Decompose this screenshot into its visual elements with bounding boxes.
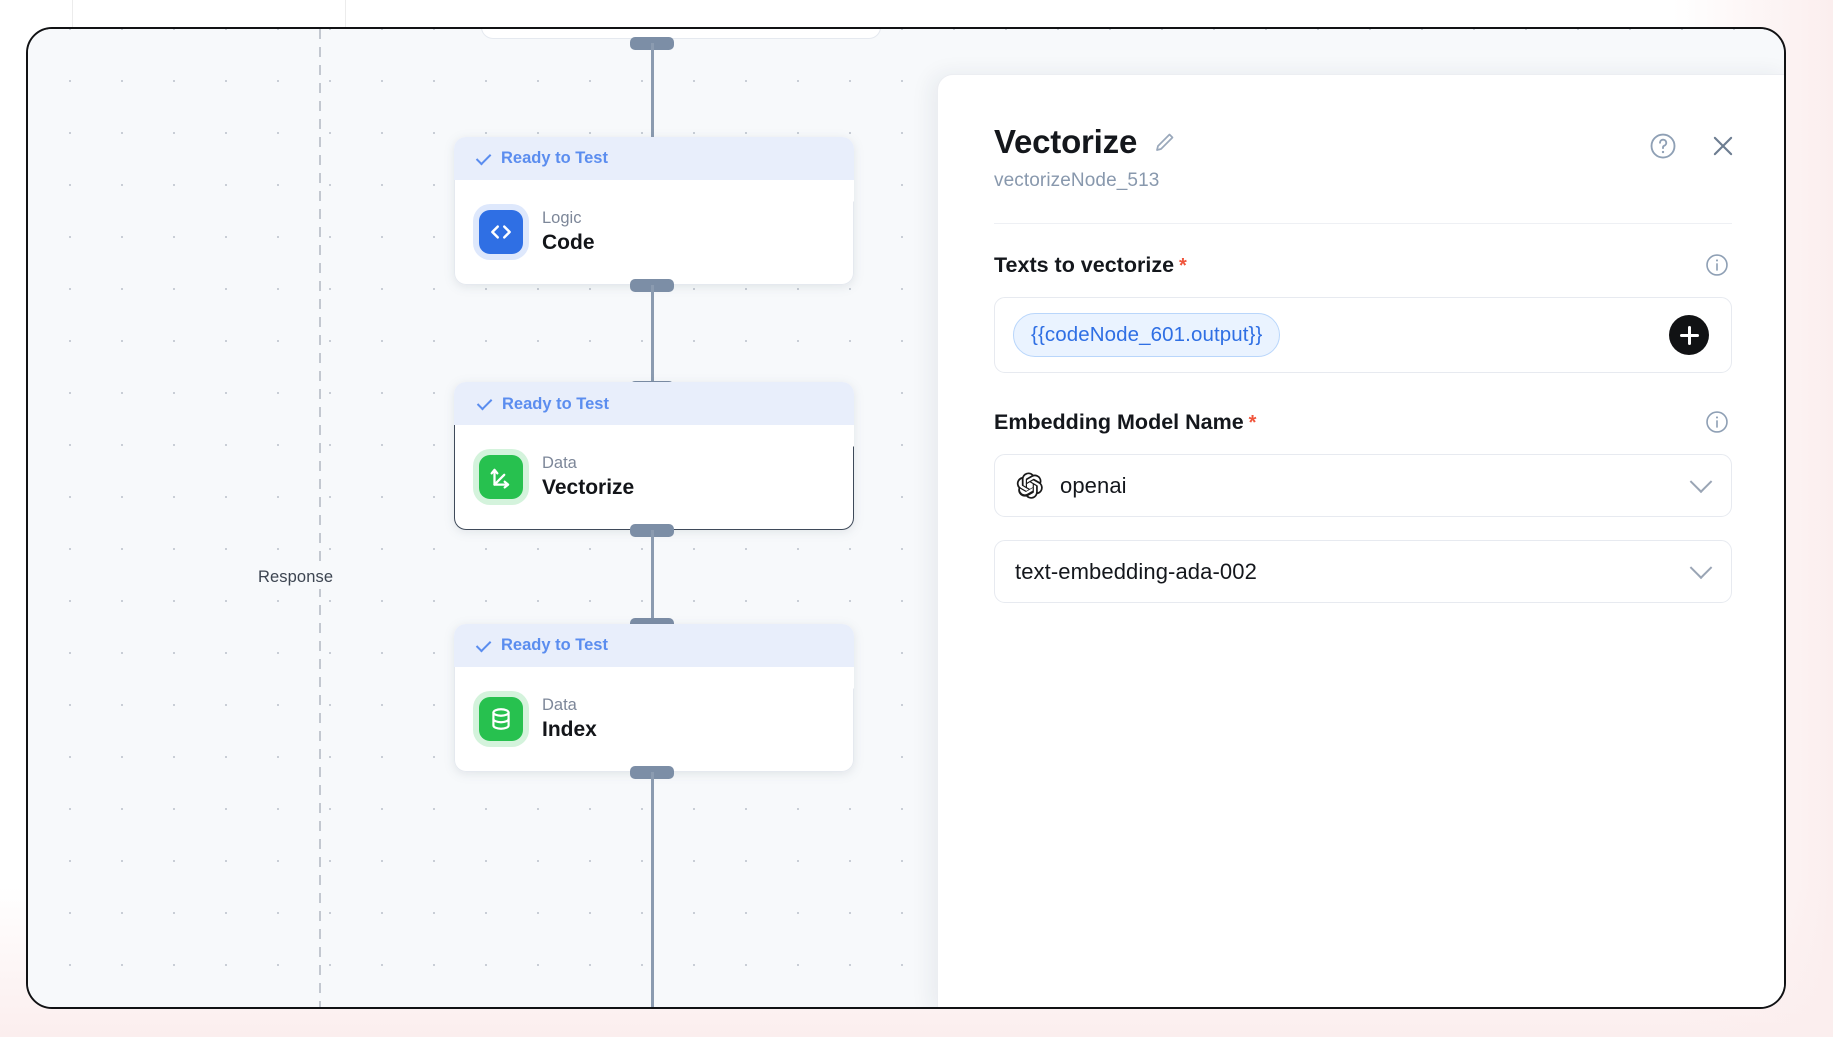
field-embedding-model-name: Embedding Model Name*: [994, 407, 1732, 603]
field-texts-to-vectorize: Texts to vectorize* {{codeNode_601.outpu…: [994, 250, 1732, 373]
node-status-badge: Ready to Test: [454, 624, 854, 667]
field-label: Texts to vectorize*: [994, 253, 1187, 278]
check-icon: [475, 636, 492, 652]
background-rule-left: [72, 0, 73, 27]
node-body[interactable]: Data Vectorize: [454, 425, 854, 530]
connector-line: [651, 530, 654, 624]
node-category: Data: [542, 453, 577, 472]
openai-logo-icon: [1015, 471, 1044, 500]
node-id-label: vectorizeNode_513: [994, 170, 1160, 191]
lane-divider: [319, 29, 321, 1007]
node-text: Logic Code: [542, 208, 595, 257]
connector-line: [651, 43, 654, 149]
model-select-value: text-embedding-ada-002: [1015, 558, 1257, 584]
provider-select[interactable]: openai: [994, 454, 1732, 517]
model-select[interactable]: text-embedding-ada-002: [994, 540, 1732, 603]
chevron-down-icon[interactable]: [1689, 555, 1713, 579]
node-status-label: Ready to Test: [502, 394, 609, 413]
required-marker: *: [1248, 411, 1257, 434]
node-body[interactable]: Logic Code: [454, 180, 854, 285]
node-status-label: Ready to Test: [501, 149, 608, 167]
plus-vertical: [1687, 325, 1691, 345]
close-icon[interactable]: [1708, 131, 1738, 161]
check-icon: [476, 394, 493, 411]
app-window-frame: Response Ready to Test: [26, 27, 1786, 1009]
panel-header: Vectorize vectorizeNode_513: [938, 75, 1784, 192]
panel-divider: [994, 223, 1732, 224]
node-card-code[interactable]: Ready to Test Logic Code: [454, 137, 854, 285]
connector-line: [651, 772, 654, 1007]
node-status-badge: Ready to Test: [454, 382, 854, 425]
node-status-label: Ready to Test: [501, 636, 608, 654]
node-text: Data Vectorize: [542, 453, 634, 502]
token-chip[interactable]: {{codeNode_601.output}}: [1013, 313, 1281, 357]
page-title: Vectorize: [994, 123, 1138, 160]
field-label-row: Texts to vectorize*: [994, 250, 1732, 280]
check-icon: [475, 149, 492, 165]
panel-title-row: Vectorize: [994, 123, 1732, 161]
help-circle-icon[interactable]: [1648, 131, 1678, 161]
node-title: Code: [542, 231, 595, 255]
info-circle-icon[interactable]: [1702, 250, 1732, 280]
provider-name: openai: [1060, 472, 1127, 498]
field-label: Embedding Model Name*: [994, 410, 1256, 435]
pencil-icon[interactable]: [1150, 127, 1180, 157]
code-brackets-icon: [479, 210, 523, 254]
info-circle-icon[interactable]: [1702, 407, 1732, 437]
chevron-down-icon[interactable]: [1689, 469, 1713, 493]
panel-header-actions: [1648, 131, 1738, 161]
node-body[interactable]: Data Index: [454, 667, 854, 772]
connector-line: [651, 285, 654, 387]
node-text: Data Index: [542, 695, 597, 744]
node-status-badge: Ready to Test: [454, 137, 854, 180]
lane-label-response: Response: [252, 566, 340, 589]
background-rule-right: [345, 0, 346, 27]
field-label-text: Embedding Model Name: [994, 409, 1244, 434]
required-marker: *: [1179, 254, 1187, 277]
provider-select-value: openai: [1015, 471, 1693, 500]
panel-content: Texts to vectorize* {{codeNode_601.outpu…: [938, 224, 1784, 603]
node-title: Index: [542, 718, 597, 742]
vector-axes-icon: [479, 455, 523, 499]
texts-token-input[interactable]: {{codeNode_601.output}}: [994, 297, 1732, 373]
node-category: Logic: [542, 208, 582, 227]
field-label-row: Embedding Model Name*: [994, 407, 1732, 437]
field-label-text: Texts to vectorize: [994, 252, 1175, 277]
node-title: Vectorize: [542, 476, 635, 500]
plus-glyph: [1679, 325, 1699, 345]
node-category: Data: [542, 695, 577, 714]
node-card-vectorize[interactable]: Ready to Test Data Vecto: [454, 382, 854, 530]
plus-icon[interactable]: [1669, 315, 1709, 355]
node-card-index[interactable]: Ready to Test Data Index: [454, 624, 854, 772]
node-config-panel: Vectorize vectorizeNode_513: [937, 74, 1784, 1007]
node-card-partial-top[interactable]: [481, 27, 881, 39]
database-icon: [479, 697, 523, 741]
